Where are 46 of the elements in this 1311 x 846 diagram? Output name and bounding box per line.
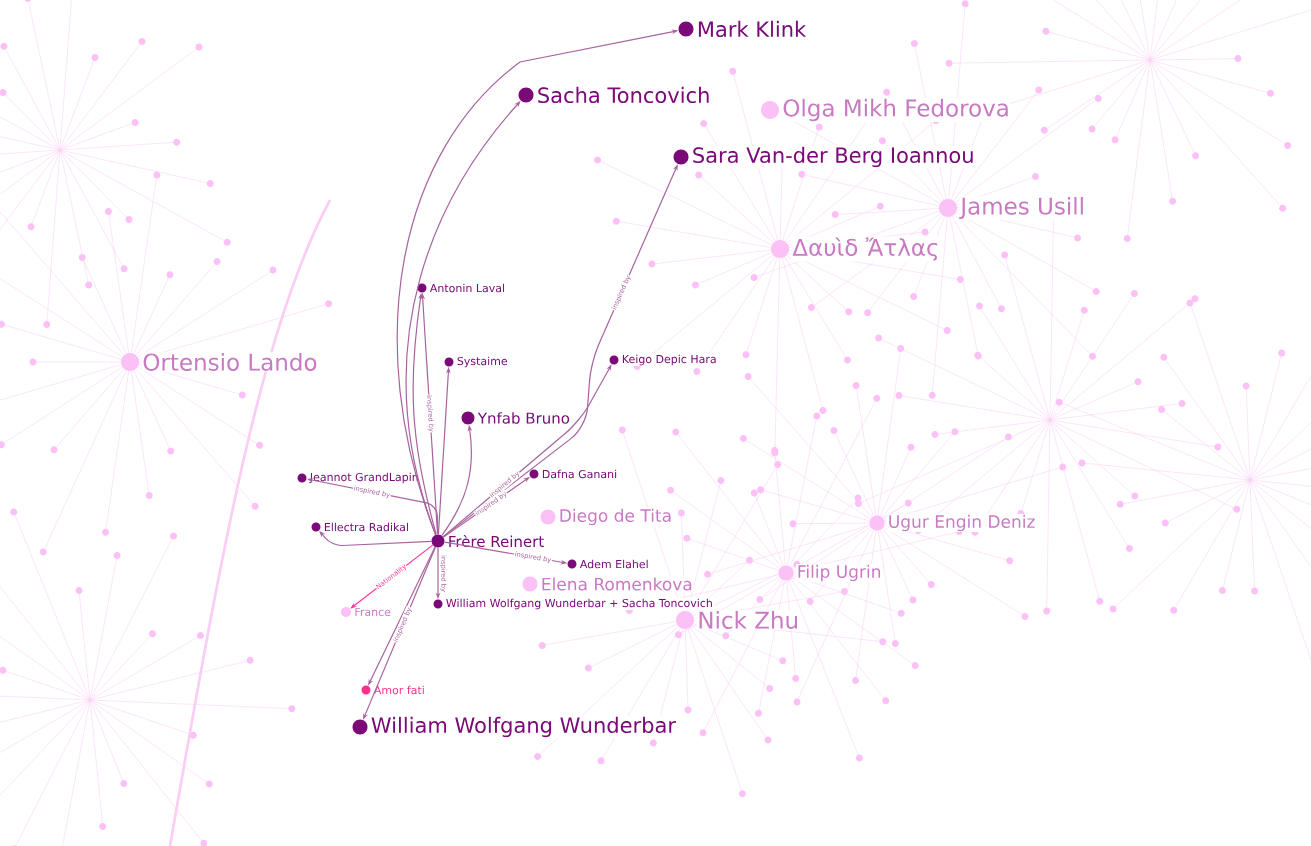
node-label: William Wolfgang Wunderbar + Sacha Toncovich [446,598,712,610]
node-label: Antonin Laval [429,283,505,293]
person-node: Systaime [444,355,509,369]
node-label: Elena Romenkova [542,577,692,591]
person-node: Diego de Tita [540,507,673,526]
node-label: Δαυὶδ Ἄτλας [792,237,938,261]
person-node: Keigo Depic Hara [609,353,718,367]
node-label: Ortensio Lando [143,353,317,371]
node-label: Systaime [457,356,508,368]
node-label: James Usill [959,196,1083,220]
node-label: Frère Reinert [449,534,544,548]
person-node: Mark Klink [678,20,807,38]
node-label: Adem Elahel [579,559,648,569]
node-label: Ugur Engin Deniz [889,514,1035,532]
person-node: Adem Elahel [567,558,650,570]
person-node: Elena Romenkova [522,576,694,592]
person-node: Filip Ugrin [778,563,883,582]
person-node: Δαυὶδ Ἄτλας [771,236,941,262]
person-node: Antonin Laval [417,282,506,294]
person-node: Nick Zhu [676,610,800,630]
person-node: Ugur Engin Deniz [869,513,1037,532]
person-node: Dafna Ganani [529,468,618,480]
person-node: William Wolfgang Wunderbar + Sacha Toncovich [433,597,714,611]
person-node: Amor fati [361,684,426,696]
person-node: William Wolfgang Wunderbar [352,716,677,738]
node-label: Ynfab Bruno [477,412,570,424]
person-node: Sara Van-der Berg Ioannou [673,146,976,168]
person-node: Ellectra Radikal [311,521,410,533]
person-node: Ynfab Bruno [461,411,571,425]
person-node: Frère Reinert [431,534,545,548]
node-label: Amor fati [373,685,424,695]
node-label: Keigo Depic Hara [622,354,716,366]
person-node: Olga Mikh Fedorova [761,98,1011,122]
node-label: Dafna Ganani [542,469,617,479]
person-node: Jeannot GrandLapin [297,471,420,485]
person-node: France [341,607,392,617]
person-node: James Usill [939,196,1086,220]
node-label: Nick Zhu [699,611,798,629]
person-node: Ortensio Lando [121,352,319,372]
person-node: Sacha Toncovich [518,86,712,104]
node-label: France [355,607,391,617]
node-label: Filip Ugrin [798,564,881,582]
node-label: Mark Klink [698,20,807,38]
node-label: Jeannot GrandLapin [309,472,418,484]
node-label: Diego de Tita [560,508,671,526]
node-label: Ellectra Radikal [324,522,408,532]
